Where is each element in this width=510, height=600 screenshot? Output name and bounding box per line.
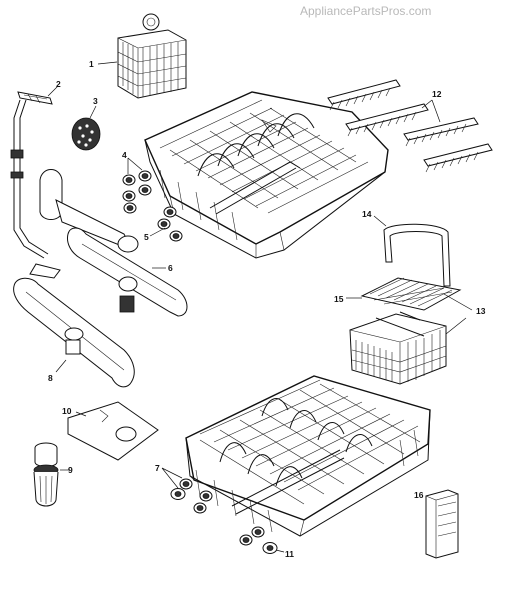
roller-wheel xyxy=(179,478,193,490)
roller-wheel xyxy=(122,190,136,202)
roller-wheel xyxy=(170,488,186,500)
watermark: AppliancePartsPros.com xyxy=(300,4,432,18)
filter-screen-plate xyxy=(67,401,159,461)
roller-wheel xyxy=(123,202,137,214)
roller-wheel xyxy=(138,184,152,196)
upper-wash-tube xyxy=(10,85,59,259)
upper-rack-rollers xyxy=(122,157,183,242)
callout-8: 8 xyxy=(48,373,53,383)
roller-wheel xyxy=(239,534,253,546)
lower-rack-rollers xyxy=(161,467,285,554)
callout-7: 7 xyxy=(155,463,160,473)
roller-wheel xyxy=(122,174,136,186)
roller-wheel xyxy=(193,502,207,514)
silverware-basket-top xyxy=(97,13,187,99)
roller-wheel xyxy=(251,526,265,538)
spray-nozzle-cap xyxy=(71,105,101,151)
callout-14: 14 xyxy=(362,209,372,219)
callout-15: 15 xyxy=(334,294,344,304)
silverware-basket-small xyxy=(349,293,473,385)
coarse-filter-cup xyxy=(33,442,70,507)
basket-cover-lid xyxy=(346,277,462,311)
upper-spray-arm xyxy=(29,169,188,317)
callout-numbers: 1 2 3 4 5 6 7 8 9 10 11 12 13 14 15 16 xyxy=(48,59,486,559)
roller-wheel xyxy=(157,218,171,230)
callout-16: 16 xyxy=(414,490,424,500)
roller-wheel xyxy=(199,490,213,502)
callout-1: 1 xyxy=(89,59,94,69)
roller-wheel xyxy=(163,206,177,218)
callout-5: 5 xyxy=(144,232,149,242)
upper-dish-rack xyxy=(144,91,389,259)
callout-10: 10 xyxy=(62,406,72,416)
roller-wheel xyxy=(169,230,183,242)
callout-2: 2 xyxy=(56,79,61,89)
callout-6: 6 xyxy=(168,263,173,273)
callout-4: 4 xyxy=(122,150,127,160)
lower-spray-arm xyxy=(13,277,135,388)
callout-12: 12 xyxy=(432,89,442,99)
roller-wheel xyxy=(262,542,278,554)
callout-3: 3 xyxy=(93,96,98,106)
roller-wheel xyxy=(138,170,152,182)
callout-9: 9 xyxy=(68,465,73,475)
basket-handle xyxy=(373,215,451,287)
lower-dish-rack xyxy=(185,375,431,537)
callout-11: 11 xyxy=(285,549,294,559)
callout-13: 13 xyxy=(476,306,486,316)
cup-shelf-tines xyxy=(327,79,493,173)
cutlery-holder-tube xyxy=(425,489,459,559)
